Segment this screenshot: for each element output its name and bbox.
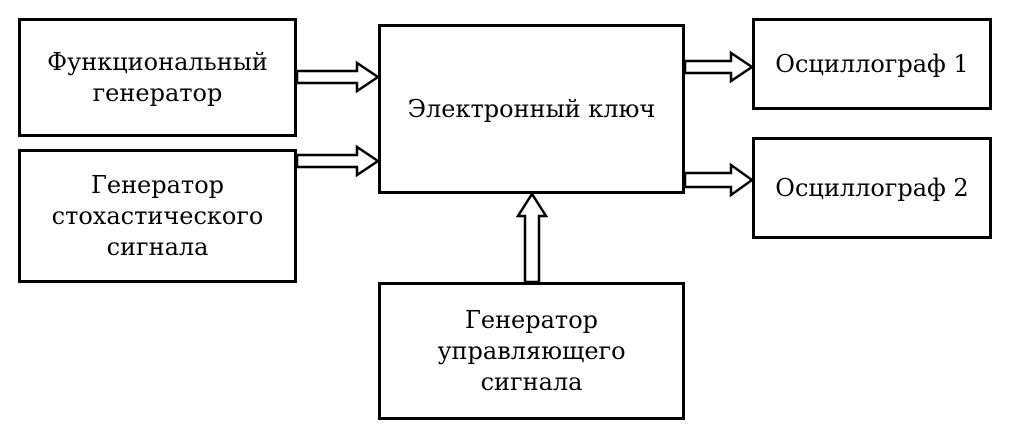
functional-generator-label: Функциональный генератор xyxy=(47,47,268,107)
electronic-switch-label: Электронный ключ xyxy=(407,94,656,123)
oscilloscope-1-label: Осциллограф 1 xyxy=(775,49,969,78)
stochastic-generator-block: Генератор стохастического сигнала xyxy=(18,149,297,283)
arrow-stoch-gen-to-switch xyxy=(295,144,381,178)
oscilloscope-2-block: Осциллограф 2 xyxy=(752,137,992,239)
control-generator-label: Генератор управляющего сигнала xyxy=(437,305,626,396)
electronic-switch-block: Электронный ключ xyxy=(378,24,685,194)
oscilloscope-2-label: Осциллограф 2 xyxy=(775,173,969,202)
arrow-switch-to-osc2 xyxy=(683,162,755,198)
arrow-switch-to-osc1 xyxy=(683,50,755,84)
arrow-ctrl-gen-to-switch xyxy=(515,191,549,284)
stochastic-generator-label: Генератор стохастического сигнала xyxy=(51,170,264,261)
arrow-func-gen-to-switch xyxy=(295,60,381,94)
functional-generator-block: Функциональный генератор xyxy=(18,18,297,137)
oscilloscope-1-block: Осциллограф 1 xyxy=(752,18,992,110)
control-generator-block: Генератор управляющего сигнала xyxy=(378,282,685,420)
